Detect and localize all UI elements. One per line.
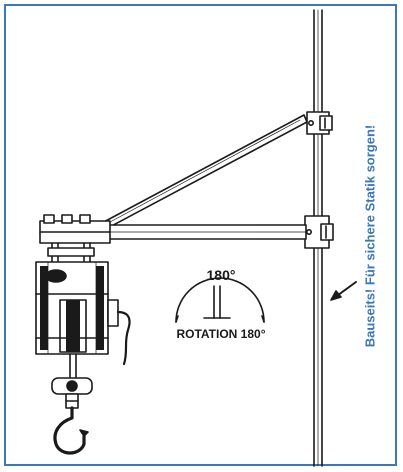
rotation-caption: ROTATION 180° [176, 327, 265, 341]
upper-wall-bracket [306, 111, 333, 135]
hoist-motor [35, 261, 131, 366]
arrow-icon [330, 281, 357, 301]
diagonal-strut [99, 114, 308, 231]
rotation-arc-icon [175, 277, 265, 323]
hook-block [51, 353, 93, 409]
hook-icon [53, 406, 89, 455]
rotation-degree-label: 180° [207, 267, 236, 283]
lower-wall-bracket [304, 215, 334, 249]
trolley [47, 242, 95, 263]
boom-arm [39, 214, 307, 244]
side-note: Bauseits! Für sichere Statik sorgen! [362, 124, 378, 348]
